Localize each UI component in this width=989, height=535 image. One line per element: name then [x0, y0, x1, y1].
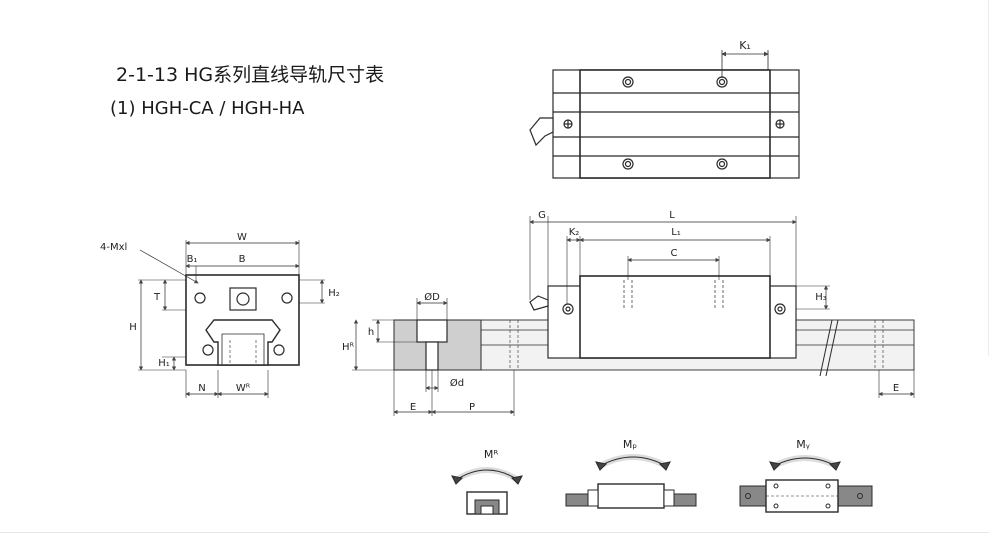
mp-label: Mₚ — [623, 438, 637, 451]
w-label: W — [237, 232, 247, 243]
od-big-label: ØD — [424, 291, 440, 303]
g-label: G — [538, 210, 546, 221]
mr-moment-icon — [451, 467, 523, 515]
mp-moment-icon — [565, 454, 697, 509]
page-bottom-line — [0, 532, 989, 533]
p-label: P — [469, 402, 475, 413]
h-small-label: h — [368, 327, 374, 338]
top-view-drawing — [529, 50, 800, 179]
k1-label: K₁ — [739, 39, 751, 52]
l1-label: L₁ — [671, 227, 681, 238]
k2-label: K₂ — [569, 227, 580, 238]
my-label: Mᵧ — [796, 438, 810, 451]
t-label: T — [153, 292, 161, 303]
section-title: 2-1-13 HG系列直线导轨尺寸表 — [116, 64, 385, 86]
h2-label: H₂ — [328, 288, 340, 299]
b-label: B — [239, 254, 246, 265]
e-left-label: E — [410, 402, 416, 413]
n-label: N — [198, 383, 205, 394]
side-view-drawing — [352, 216, 915, 416]
wr-label: Wᴿ — [236, 383, 251, 394]
e-right-label: E — [893, 383, 899, 394]
section-subtitle: (1) HGH-CA / HGH-HA — [110, 98, 305, 119]
od-small-label: Ød — [450, 377, 464, 389]
end-view-drawing — [138, 240, 325, 398]
c-label: C — [671, 248, 678, 259]
l-label: L — [669, 210, 675, 221]
mr-label: Mᴿ — [484, 448, 498, 461]
mxl-label: 4-Mxl — [100, 242, 127, 253]
b1-label: B₁ — [187, 254, 198, 265]
hr-label: Hᴿ — [342, 342, 355, 353]
h1-label: H₁ — [158, 358, 170, 369]
h3-label: H₃ — [815, 292, 827, 303]
h-label: H — [129, 322, 137, 333]
my-moment-icon — [739, 455, 873, 513]
